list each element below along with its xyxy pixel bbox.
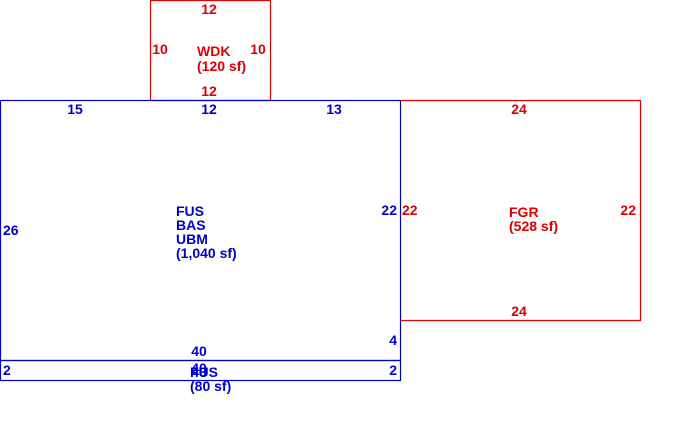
strip-area: 2 2 40 40 FUS (80 sf) xyxy=(0,359,402,394)
main-code-bas: BAS xyxy=(176,217,206,233)
strip-area-label: (80 sf) xyxy=(190,378,231,394)
main-area: 15 12 13 26 22 4 40 FUS BAS UBM (1,040 s… xyxy=(0,99,402,362)
main-dim-top-right: 13 xyxy=(326,101,342,117)
fgr-code: FGR xyxy=(509,204,539,220)
fgr-area: 24 22 22 24 FGR (528 sf) xyxy=(400,99,642,322)
main-dim-top-left: 15 xyxy=(67,101,83,117)
strip-dim-right: 2 xyxy=(389,362,397,378)
fgr-dim-right: 22 xyxy=(620,202,636,218)
wdk-dim-top: 12 xyxy=(201,1,217,17)
wdk-dim-right: 10 xyxy=(250,41,266,57)
main-dim-right-lower: 4 xyxy=(389,332,397,348)
wdk-dim-bottom: 12 xyxy=(201,83,217,99)
fgr-outline xyxy=(400,99,642,322)
wdk-area: 12 10 10 12 WDK (120 sf) xyxy=(149,0,272,102)
fgr-dim-bottom: 24 xyxy=(511,303,527,319)
main-area-label: (1,040 sf) xyxy=(176,245,237,261)
fgr-dim-left: 22 xyxy=(402,202,418,218)
strip-outline xyxy=(0,359,402,382)
main-code-ubm: UBM xyxy=(176,231,208,247)
wdk-area-label: (120 sf) xyxy=(197,58,246,74)
fgr-dim-top: 24 xyxy=(511,101,527,117)
wdk-code: WDK xyxy=(197,43,230,59)
fgr-area-label: (528 sf) xyxy=(509,218,558,234)
strip-code: FUS xyxy=(190,364,218,380)
strip-dim-bottom: 40 xyxy=(191,364,207,380)
main-code-fus: FUS xyxy=(176,203,204,219)
wdk-dim-left: 10 xyxy=(152,41,168,57)
main-dim-left: 26 xyxy=(3,222,19,238)
main-dim-bottom: 40 xyxy=(191,343,207,359)
main-dim-top-mid: 12 xyxy=(201,101,217,117)
strip-dim-top: 40 xyxy=(191,360,207,376)
strip-dim-left: 2 xyxy=(3,362,11,378)
main-dim-right: 22 xyxy=(381,202,397,218)
